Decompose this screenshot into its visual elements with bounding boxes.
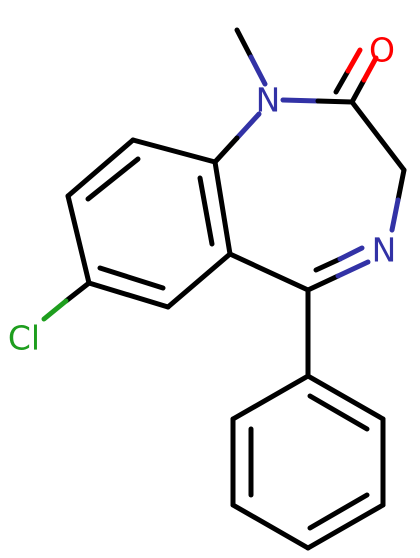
bond-ph-c3-c4 bbox=[305, 502, 386, 551]
bond-n1-c9a bbox=[212, 135, 240, 165]
bond-ph-c3-c4-inner bbox=[307, 492, 370, 531]
bond-ph-c1-c2 bbox=[305, 373, 386, 422]
bond-ph-c6-c1 bbox=[230, 373, 311, 422]
bond-c9a-c5a bbox=[212, 159, 233, 257]
bond-c7-cl bbox=[41, 298, 69, 322]
bond-n4-c5 bbox=[305, 273, 341, 293]
bond-c5a-c6 bbox=[165, 251, 233, 310]
bond-n1-c2 bbox=[315, 98, 355, 105]
bond-n1-c2 bbox=[280, 97, 321, 104]
bond-methyl-n1 bbox=[234, 27, 254, 60]
bond-n4-c5-inner bbox=[313, 256, 343, 273]
atom-label-o: O bbox=[369, 31, 395, 70]
atom-label-cl: Cl bbox=[8, 319, 40, 358]
bond-n4-c5-inner bbox=[337, 245, 365, 262]
bond-layer bbox=[41, 27, 407, 551]
bond-c2-o bbox=[349, 77, 367, 105]
bond-ph-c4-c5 bbox=[230, 502, 311, 551]
atom-label-n4: N bbox=[372, 231, 397, 270]
bond-n4-c5 bbox=[335, 259, 371, 279]
bond-c5-c5a bbox=[227, 251, 311, 293]
bond-c3-n4 bbox=[389, 197, 401, 233]
bond-c7-c8 bbox=[65, 193, 92, 286]
atom-label-n1: N bbox=[256, 81, 281, 120]
bond-c2-o bbox=[361, 55, 379, 83]
bond-c8-c9-inner bbox=[85, 156, 141, 202]
bond-c7-cl bbox=[63, 280, 92, 304]
bond-ph-c1-c2-inner bbox=[307, 393, 370, 432]
bond-c8-c9 bbox=[65, 137, 136, 199]
bond-n1-c9a bbox=[234, 111, 262, 141]
bond-methyl-n1 bbox=[248, 54, 268, 87]
bond-c2-o-inner bbox=[333, 68, 351, 95]
bond-c2-c3 bbox=[349, 99, 407, 173]
bond-c6-c7 bbox=[86, 280, 171, 310]
bond-c9a-c5a-inner bbox=[197, 175, 215, 247]
bond-c6-c7-inner bbox=[97, 265, 166, 291]
bond-c9-c9a bbox=[130, 137, 218, 165]
bond-c2-o-inner bbox=[345, 47, 363, 74]
atom-label-layer: N O N Cl bbox=[8, 31, 396, 358]
bond-c3-n4 bbox=[395, 167, 407, 203]
